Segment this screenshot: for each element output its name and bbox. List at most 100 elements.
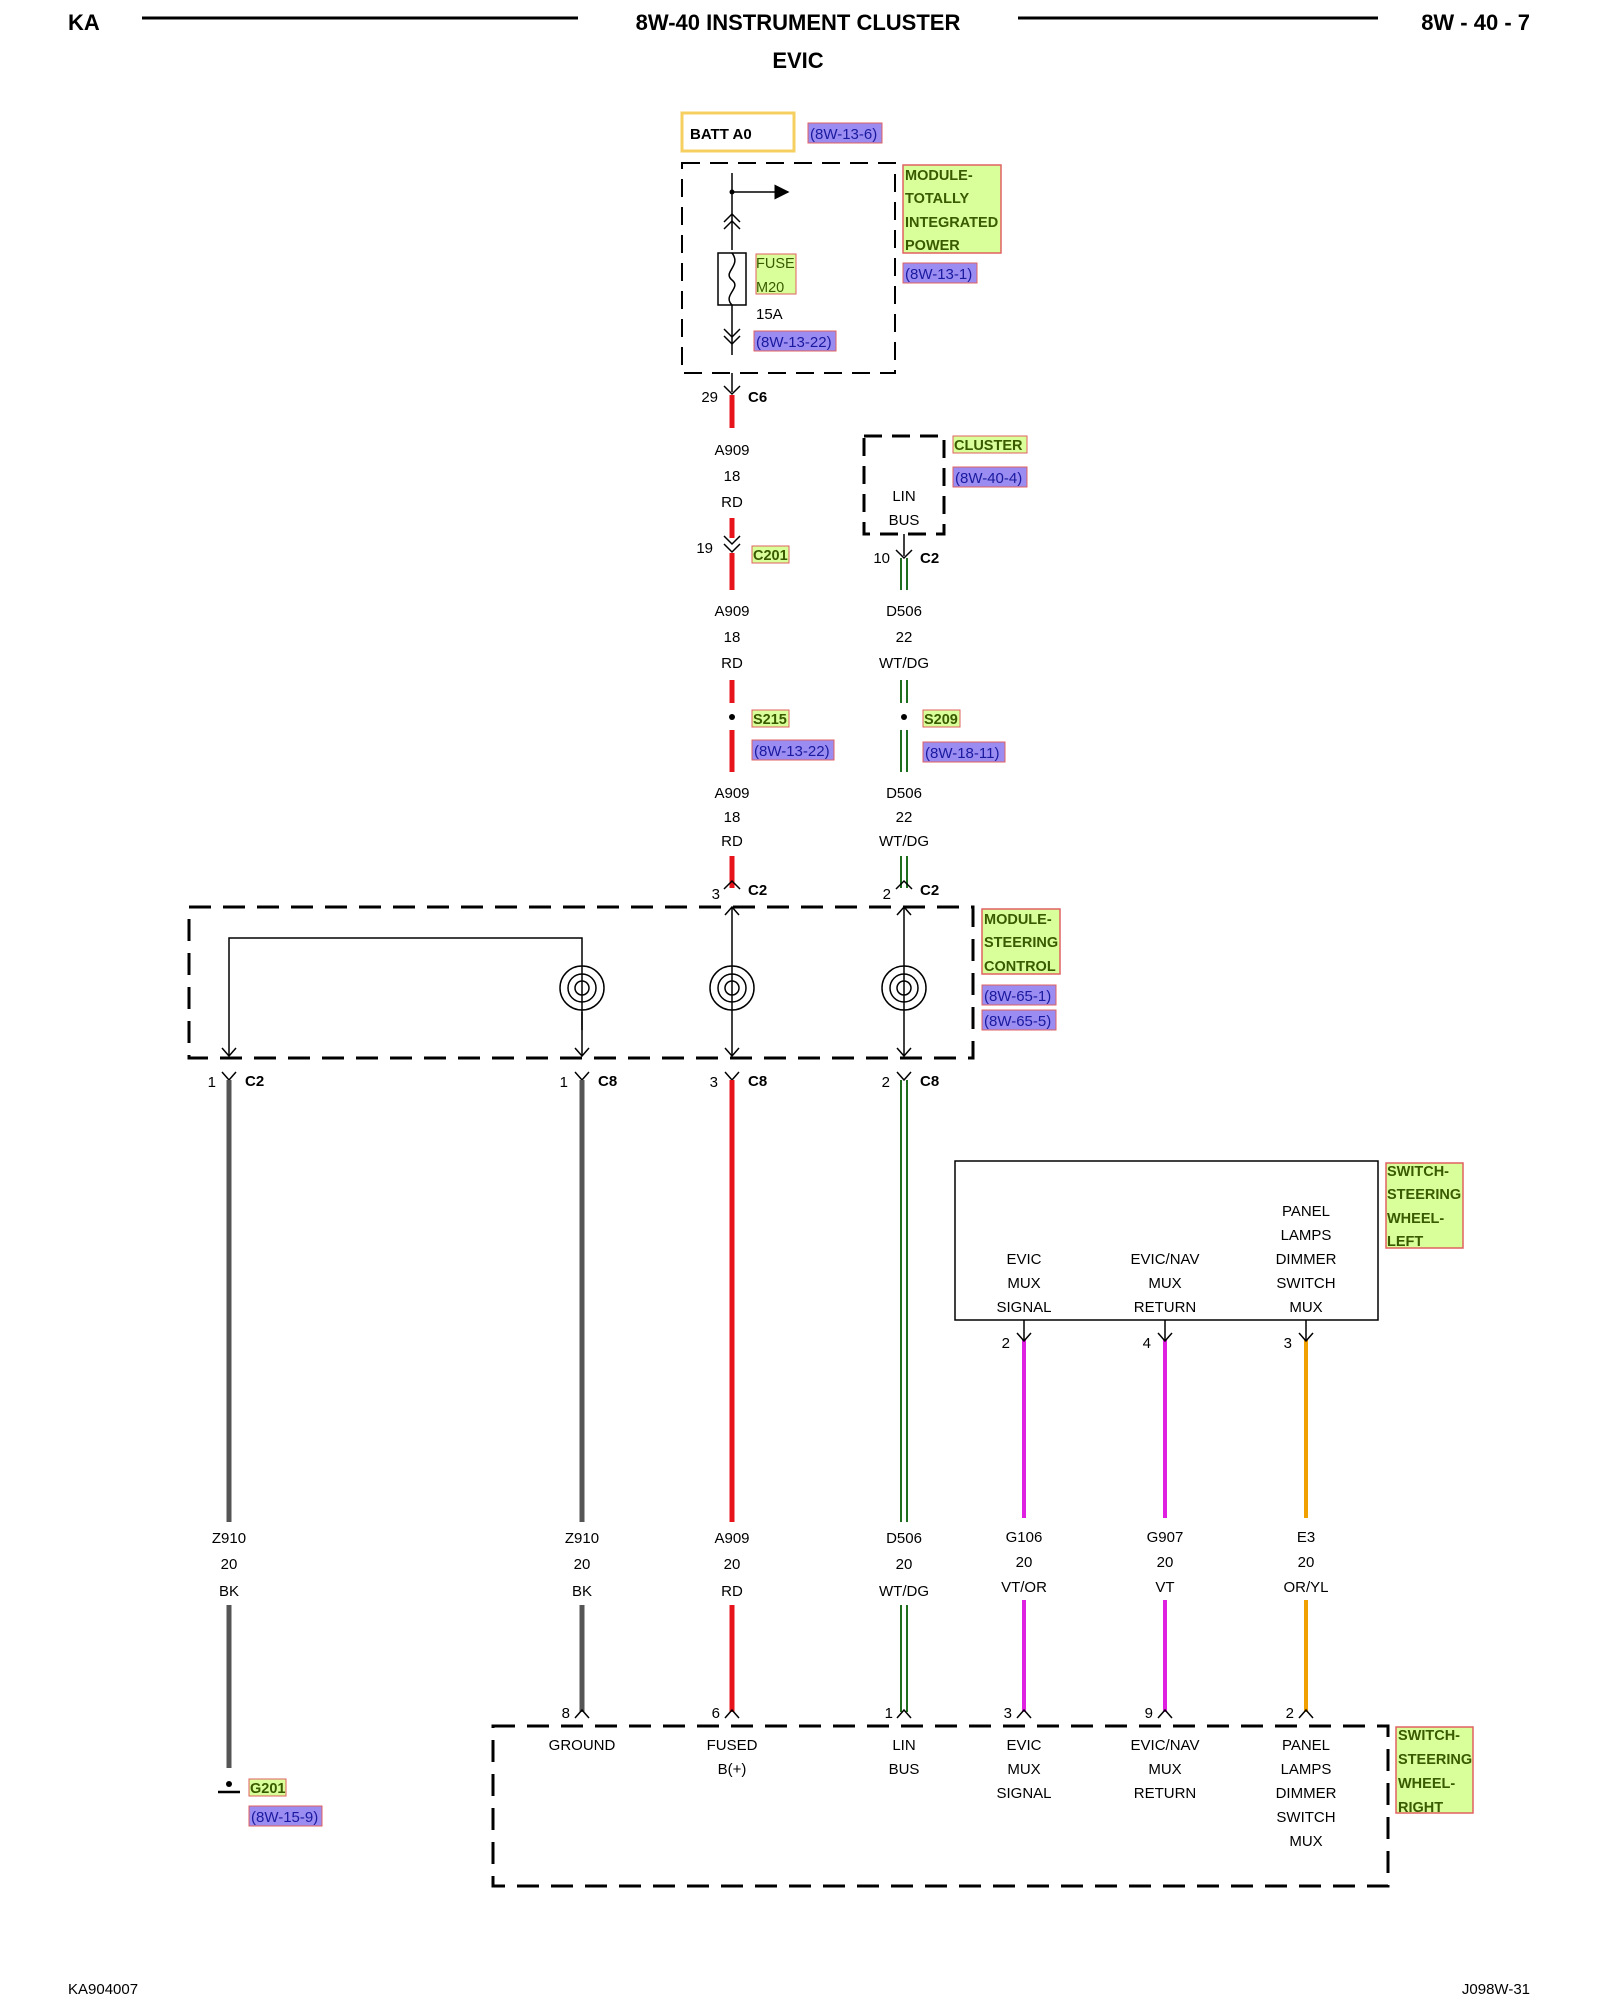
c201-conn[interactable]: C201 <box>753 548 788 564</box>
right-switch-connector-6 <box>1298 1708 1314 1719</box>
fuse-m20-symbol <box>717 252 747 306</box>
scm-top-connector-3 <box>723 879 741 890</box>
s209-tag <box>922 709 961 728</box>
svg-text:BUS: BUS <box>889 1761 920 1778</box>
left-switch-pin-2: 4 <box>1143 1335 1151 1352</box>
svg-text:GROUND: GROUND <box>549 1737 616 1754</box>
batt-ref[interactable]: (8W-13-6) <box>810 126 877 143</box>
right-switch-box <box>491 1724 1390 1888</box>
right-switch-pin-6: 2 <box>1286 1705 1294 1722</box>
scm-top-conn-2: C2 <box>920 882 939 899</box>
svg-text:20: 20 <box>1298 1554 1315 1571</box>
scm-bottom-connector-4 <box>896 1071 912 1082</box>
right-switch-name-3[interactable]: WHEEL- <box>1398 1776 1455 1792</box>
g201-ref[interactable]: (8W-15-9) <box>251 1809 318 1826</box>
s209-ref[interactable]: (8W-18-11) <box>925 745 999 762</box>
cluster-name[interactable]: CLUSTER <box>954 438 1023 454</box>
tipm-ref[interactable]: (8W-13-1) <box>905 266 972 283</box>
a909-1-circuit: A909 <box>714 442 749 459</box>
scm-top-pin-2: 2 <box>883 886 891 903</box>
g201-name[interactable]: G201 <box>250 1781 285 1797</box>
right-switch-func-2: FUSED B(+) <box>707 1737 758 1778</box>
cluster-ref[interactable]: (8W-40-4) <box>955 470 1022 487</box>
right-switch-pin-2: 6 <box>712 1705 720 1722</box>
svg-text:MUX: MUX <box>1007 1275 1040 1292</box>
fuse-ref[interactable]: (8W-13-22) <box>756 334 832 351</box>
svg-text:RETURN: RETURN <box>1134 1785 1197 1802</box>
tipm-name-1[interactable]: MODULE- <box>905 168 973 184</box>
tipm-name-2[interactable]: TOTALLY <box>905 191 970 207</box>
cluster-inner-1: LIN <box>892 488 915 505</box>
svg-text:VT/OR: VT/OR <box>1001 1579 1047 1596</box>
fuse-tag <box>755 253 797 295</box>
s209-name[interactable]: S209 <box>924 712 958 728</box>
right-switch-func-3: LIN BUS <box>889 1737 920 1778</box>
scm-bottom-conn-2: C8 <box>598 1073 617 1090</box>
svg-text:DIMMER: DIMMER <box>1276 1785 1337 1802</box>
clockspring-coil-1 <box>559 965 605 1011</box>
scm-ground-loop <box>228 937 583 1056</box>
tipm-name-tag <box>902 164 1002 254</box>
footer-left: KA904007 <box>68 1981 138 1998</box>
page-title: 8W-40 INSTRUMENT CLUSTER <box>636 10 961 35</box>
left-switch-name-4[interactable]: LEFT <box>1387 1234 1423 1250</box>
right-switch-name-1[interactable]: SWITCH- <box>1398 1728 1460 1744</box>
right-switch-name-4[interactable]: RIGHT <box>1398 1800 1443 1816</box>
scm-name-1[interactable]: MODULE- <box>984 912 1052 928</box>
scm-ref-1[interactable]: (8W-65-1) <box>984 988 1051 1005</box>
scm-ref-tag-1 <box>981 984 1057 1006</box>
svg-text:WT/DG: WT/DG <box>879 1583 929 1600</box>
scm-top-connector-2 <box>895 879 913 890</box>
tipm-name-3[interactable]: INTEGRATED <box>905 215 998 231</box>
scm-inner-arrows-2 <box>896 905 912 1058</box>
svg-text:20: 20 <box>1157 1554 1174 1571</box>
lower-wire-label-2: Z910 20 BK <box>565 1530 599 1600</box>
scm-inner-arrows-3 <box>724 905 740 1058</box>
cluster-pin: 10 <box>873 550 890 567</box>
scm-top-conn-3: C2 <box>748 882 767 899</box>
scm-bottom-connector-1 <box>221 1071 237 1082</box>
cluster-module-box <box>862 434 946 536</box>
tipm-name-4[interactable]: POWER <box>905 238 960 254</box>
svg-text:SIGNAL: SIGNAL <box>996 1785 1051 1802</box>
footer-right: J098W-31 <box>1462 1981 1530 1998</box>
right-switch-pin-4: 3 <box>1004 1705 1012 1722</box>
fuse-element <box>728 252 736 306</box>
right-switch-pin-3: 1 <box>885 1705 893 1722</box>
right-switch-connector-3 <box>896 1708 912 1719</box>
c201-connector <box>723 535 741 554</box>
svg-text:SWITCH: SWITCH <box>1276 1809 1335 1826</box>
left-switch-name-2[interactable]: STEERING <box>1387 1187 1461 1203</box>
a909-3-color: RD <box>721 833 743 850</box>
lower-wire-label-3: A909 20 RD <box>714 1530 749 1600</box>
left-switch-name-1[interactable]: SWITCH- <box>1387 1164 1449 1180</box>
scm-name-2[interactable]: STEERING <box>984 935 1058 951</box>
left-switch-func-3: PANEL LAMPS DIMMER SWITCH MUX <box>1276 1203 1337 1316</box>
s215-ref[interactable]: (8W-13-22) <box>754 743 830 760</box>
tipm-upper-connector <box>723 212 741 230</box>
fuse-label-2[interactable]: M20 <box>756 280 784 296</box>
right-switch-name-2[interactable]: STEERING <box>1398 1752 1472 1768</box>
a909-2-gauge: 18 <box>724 629 741 646</box>
svg-text:LIN: LIN <box>892 1737 915 1754</box>
svg-text:PANEL: PANEL <box>1282 1203 1330 1220</box>
svg-text:20: 20 <box>896 1556 913 1573</box>
scm-ref-2[interactable]: (8W-65-5) <box>984 1013 1051 1030</box>
scm-bottom-pin-3: 3 <box>710 1074 718 1091</box>
left-switch-func-2: EVIC/NAV MUX RETURN <box>1131 1251 1200 1316</box>
d506-1-circuit: D506 <box>886 603 922 620</box>
left-switch-name-3[interactable]: WHEEL- <box>1387 1211 1444 1227</box>
header-left: KA <box>68 10 100 35</box>
s209-splice-dot <box>901 714 907 720</box>
svg-text:PANEL: PANEL <box>1282 1737 1330 1754</box>
svg-text:EVIC: EVIC <box>1006 1737 1041 1754</box>
a909-1-gauge: 18 <box>724 468 741 485</box>
scm-top-pin-3: 3 <box>712 886 720 903</box>
svg-text:SIGNAL: SIGNAL <box>996 1299 1051 1316</box>
svg-text:E3: E3 <box>1297 1529 1315 1546</box>
s215-name[interactable]: S215 <box>753 712 787 728</box>
scm-name-3[interactable]: CONTROL <box>984 959 1056 975</box>
scm-bottom-conn-1: C2 <box>245 1073 264 1090</box>
right-switch-pin-5: 9 <box>1145 1705 1153 1722</box>
fuse-label-1[interactable]: FUSE <box>756 256 795 272</box>
